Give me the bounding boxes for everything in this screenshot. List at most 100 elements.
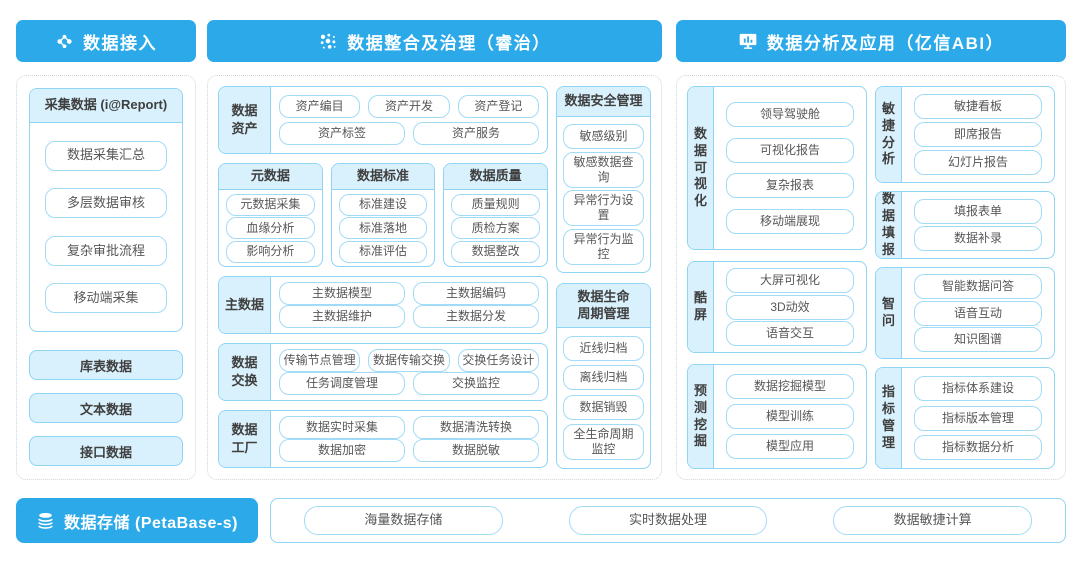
item-pill: 交换监控 bbox=[413, 372, 539, 395]
data-entry-box: 数据填报 填报表单数据补录 bbox=[875, 191, 1055, 259]
section-label: 数据资产 bbox=[219, 87, 271, 153]
quality-box: 数据质量 质量规则质检方案数据整改 bbox=[443, 163, 549, 267]
item-pill: 传输节点管理 bbox=[279, 349, 361, 372]
report-collect-box: 采集数据 (i@Report) 数据采集汇总多层数据审核复杂审批流程移动端采集 bbox=[29, 88, 183, 332]
item-pill: 血缘分析 bbox=[226, 217, 315, 239]
item-pill: 主数据分发 bbox=[413, 305, 539, 328]
item-row: 任务调度管理交换监控 bbox=[279, 372, 539, 395]
analysis-right: 敏捷分析 敏捷看板即席报告幻灯片报告 数据填报 填报表单数据补录 智问 智能数据… bbox=[875, 86, 1055, 469]
data-exchange-section: 数据交换 传输节点管理数据传输交换交换任务设计任务调度管理交换监控 bbox=[218, 343, 548, 401]
section-items: 传输节点管理数据传输交换交换任务设计任务调度管理交换监控 bbox=[271, 344, 547, 400]
storage-capability-panel: 海量数据存储实时数据处理数据敏捷计算 bbox=[270, 498, 1066, 543]
header-governance: 数据整合及治理（睿治） bbox=[207, 20, 662, 62]
item-pill: 标准落地 bbox=[338, 217, 428, 239]
item-pill: 填报表单 bbox=[914, 198, 1042, 224]
database-icon bbox=[38, 512, 53, 529]
item-row: 数据加密数据脱敏 bbox=[279, 439, 539, 462]
item-pill: 数据销毁 bbox=[562, 394, 645, 420]
item-pill: 交换任务设计 bbox=[457, 349, 539, 372]
item-pill: 数据整改 bbox=[451, 240, 541, 263]
item-pill: 异常行为监控 bbox=[562, 229, 645, 266]
section-items: 数据实时采集数据清洗转换数据加密数据脱敏 bbox=[271, 411, 547, 467]
header-data-access: 数据接入 bbox=[16, 20, 196, 62]
standards-box: 数据标准 标准建设标准落地标准评估 bbox=[330, 163, 436, 267]
item-pill: 资产标签 bbox=[279, 121, 405, 145]
box-body: 标准建设标准落地标准评估 bbox=[332, 190, 435, 266]
header-analysis: 数据分析及应用（亿信ABI） bbox=[676, 20, 1066, 62]
item-pill: 标准建设 bbox=[338, 193, 428, 216]
item-pill: 智能数据问答 bbox=[914, 273, 1042, 299]
data-factory-section: 数据工厂 数据实时采集数据清洗转换数据加密数据脱敏 bbox=[218, 410, 548, 468]
item-pill: 即席报告 bbox=[914, 122, 1042, 147]
item-pill: 全生命周期监控 bbox=[562, 423, 645, 460]
item-pill: 数据实时采集 bbox=[279, 416, 405, 439]
box-body: 领导驾驶舱可视化报告复杂报表移动端展现 bbox=[714, 87, 866, 249]
network-nodes-icon bbox=[57, 34, 72, 48]
item-pill: 指标体系建设 bbox=[914, 376, 1042, 402]
data-security-box: 数据安全管理 敏感级别敏感数据查询异常行为设置异常行为监控 bbox=[556, 86, 651, 273]
item-pill: 数据加密 bbox=[279, 439, 405, 462]
data-asset-section: 数据资产 资产编目资产开发资产登记资产标签资产服务 bbox=[218, 86, 548, 154]
item-pill: 离线归档 bbox=[562, 365, 645, 391]
item-pill: 知识图谱 bbox=[914, 327, 1042, 353]
header-label: 数据分析及应用（亿信ABI） bbox=[766, 33, 1005, 53]
item-pill: 资产开发 bbox=[368, 95, 450, 119]
section-label: 数据填报 bbox=[876, 192, 902, 258]
item-row: 资产标签资产服务 bbox=[279, 121, 539, 145]
item-pill: 主数据模型 bbox=[279, 282, 405, 305]
item-pill: 幻灯片报告 bbox=[914, 150, 1042, 175]
item-pill: 质检方案 bbox=[451, 217, 541, 239]
agile-analysis-box: 敏捷分析 敏捷看板即席报告幻灯片报告 bbox=[875, 86, 1055, 183]
data-lifecycle-box: 数据生命周期管理 近线归档离线归档数据销毁全生命周期监控 bbox=[556, 283, 651, 469]
item-pill: 数据挖掘模型 bbox=[726, 374, 854, 399]
dot-cluster-icon bbox=[321, 33, 336, 49]
item-pill: 数据敏捷计算 bbox=[833, 506, 1032, 535]
box-body: 质量规则质检方案数据整改 bbox=[444, 190, 547, 266]
data-access-column: 采集数据 (i@Report) 数据采集汇总多层数据审核复杂审批流程移动端采集 … bbox=[16, 75, 196, 480]
monitor-chart-icon bbox=[739, 33, 757, 49]
source-type-button: 接口数据 bbox=[29, 436, 183, 466]
item-pill: 领导驾驶舱 bbox=[726, 101, 854, 127]
governance-right: 数据安全管理 敏感级别敏感数据查询异常行为设置异常行为监控 数据生命周期管理 近… bbox=[556, 86, 651, 469]
box-title: 采集数据 (i@Report) bbox=[30, 89, 182, 123]
box-body: 数据挖掘模型模型训练模型应用 bbox=[714, 365, 866, 468]
visualization-box: 数据可视化 领导驾驶舱可视化报告复杂报表移动端展现 bbox=[687, 86, 867, 250]
item-pill: 移动端采集 bbox=[45, 283, 167, 314]
box-title: 数据质量 bbox=[444, 164, 548, 190]
section-label: 主数据 bbox=[219, 277, 271, 333]
metadata-box: 元数据 元数据采集血缘分析影响分析 bbox=[218, 163, 323, 267]
section-label: 智问 bbox=[876, 268, 902, 358]
source-type-button: 文本数据 bbox=[29, 393, 183, 423]
item-row: 传输节点管理数据传输交换交换任务设计 bbox=[279, 349, 539, 372]
item-pill: 模型训练 bbox=[726, 404, 854, 429]
item-pill: 复杂报表 bbox=[726, 173, 854, 199]
item-pill: 敏感级别 bbox=[562, 123, 645, 149]
item-pill: 语音互动 bbox=[914, 300, 1042, 326]
box-title: 数据标准 bbox=[331, 164, 435, 190]
item-pill: 指标版本管理 bbox=[914, 405, 1042, 431]
smart-qa-box: 智问 智能数据问答语音互动知识图谱 bbox=[875, 267, 1055, 359]
item-pill: 数据清洗转换 bbox=[413, 416, 539, 439]
item-pill: 指标数据分析 bbox=[914, 434, 1042, 460]
item-row: 数据实时采集数据清洗转换 bbox=[279, 416, 539, 439]
box-body: 敏感级别敏感数据查询异常行为设置异常行为监控 bbox=[557, 117, 650, 272]
item-pill: 模型应用 bbox=[726, 434, 854, 459]
item-pill: 海量数据存储 bbox=[304, 506, 503, 535]
item-pill: 复杂审批流程 bbox=[45, 235, 167, 266]
box-body: 数据采集汇总多层数据审核复杂审批流程移动端采集 bbox=[30, 123, 182, 331]
source-type-button: 库表数据 bbox=[29, 350, 183, 380]
item-pill: 敏捷看板 bbox=[914, 94, 1042, 119]
section-label: 数据可视化 bbox=[688, 87, 714, 249]
item-pill: 移动端展现 bbox=[726, 209, 854, 235]
box-body: 敏捷看板即席报告幻灯片报告 bbox=[902, 87, 1054, 182]
item-pill: 数据脱敏 bbox=[413, 439, 539, 462]
item-pill: 资产编目 bbox=[279, 95, 361, 119]
item-pill: 主数据编码 bbox=[413, 282, 539, 305]
governance-column: 数据资产 资产编目资产开发资产登记资产标签资产服务 元数据 元数据采集血缘分析影… bbox=[207, 75, 662, 480]
section-items: 资产编目资产开发资产登记资产标签资产服务 bbox=[271, 87, 547, 153]
storage-label: 数据存储 (PetaBase-s) bbox=[64, 514, 238, 532]
